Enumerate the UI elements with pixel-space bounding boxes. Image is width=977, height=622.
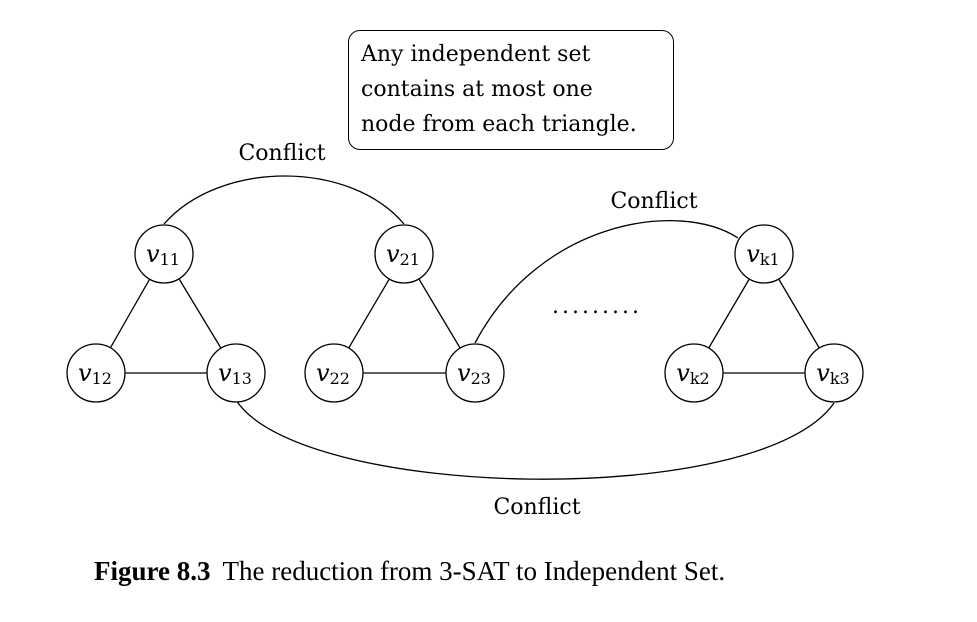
node-label: v	[78, 359, 92, 387]
node-subscript: k3	[830, 369, 850, 388]
svg-text:v13: v13	[218, 359, 252, 388]
node-subscript: 23	[471, 369, 491, 388]
node-label: v	[676, 359, 690, 387]
node-subscript: 21	[400, 250, 420, 269]
annotation-box: Any independent set contains at most one…	[348, 30, 674, 150]
node-vk3: vk3	[804, 343, 864, 403]
annotation-line: Any independent set	[361, 42, 591, 67]
node-subscript: 13	[232, 369, 252, 388]
svg-text:v12: v12	[78, 359, 112, 388]
conflict-label: Conflict	[238, 141, 325, 166]
figure-number: Figure 8.3	[94, 556, 211, 586]
svg-text:vk3: vk3	[816, 359, 849, 388]
svg-text:vk2: vk2	[676, 359, 709, 388]
node-v12: v12	[66, 343, 126, 403]
node-subscript: 11	[160, 250, 180, 269]
svg-text:vk1: vk1	[746, 240, 779, 269]
node-v23: v23	[445, 343, 505, 403]
node-label: v	[457, 359, 471, 387]
node-subscript: 12	[92, 369, 112, 388]
annotation-line: node from each triangle.	[361, 112, 637, 137]
node-label: v	[746, 240, 760, 268]
node-v21: v21	[374, 224, 434, 284]
conflict-label: Conflict	[610, 189, 697, 214]
node-subscript: k1	[760, 250, 780, 269]
svg-text:v21: v21	[386, 240, 420, 269]
node-subscript: 22	[330, 369, 350, 388]
svg-text:v22: v22	[316, 359, 350, 388]
node-v13: v13	[206, 343, 266, 403]
node-label: v	[218, 359, 232, 387]
node-vk1: vk1	[734, 224, 794, 284]
figure-caption-text: The reduction from 3-SAT to Independent …	[222, 556, 726, 586]
conflict-edge-v13-vk3	[235, 399, 835, 480]
node-v11: v11	[134, 224, 194, 284]
node-label: v	[146, 240, 160, 268]
node-label: v	[316, 359, 330, 387]
conflict-edge-v11-v21	[163, 175, 405, 225]
svg-text:v11: v11	[146, 240, 180, 269]
figure-caption: Figure 8.3 The reduction from 3-SAT to In…	[94, 556, 954, 587]
annotation-line: contains at most one	[361, 77, 593, 102]
ellipsis: .........	[552, 294, 642, 319]
svg-text:v23: v23	[457, 359, 491, 388]
node-label: v	[386, 240, 400, 268]
conflict-edge-v23-vk1	[474, 220, 739, 344]
node-label: v	[816, 359, 830, 387]
node-vk2: vk2	[664, 343, 724, 403]
node-subscript: k2	[690, 369, 710, 388]
conflict-label: Conflict	[493, 495, 580, 520]
node-v22: v22	[304, 343, 364, 403]
